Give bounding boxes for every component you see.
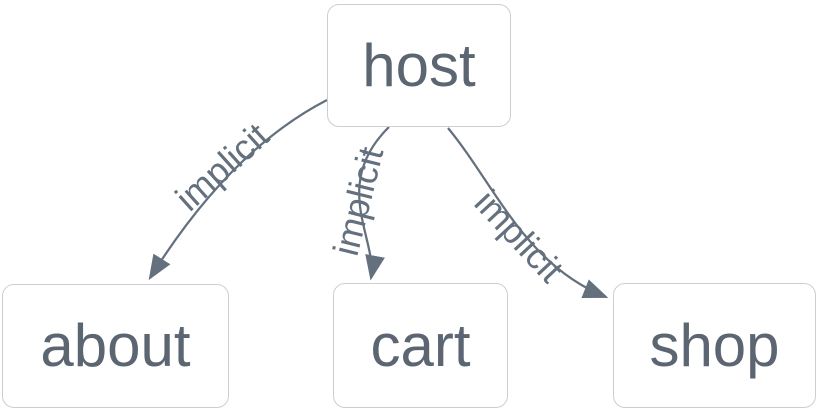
node-host: host [327, 4, 511, 127]
node-label-about: about [40, 312, 191, 379]
edge-host-cart [358, 126, 390, 281]
edge-label-host-shop: implicit [467, 182, 572, 290]
edge-host-shop [447, 127, 609, 299]
node-label-cart: cart [370, 311, 471, 379]
node-label-host: host [362, 31, 476, 99]
edge-label-host-about: implicit [167, 115, 276, 219]
edge-label-host-cart: implicit [325, 143, 391, 260]
node-about: about [2, 284, 229, 408]
edge-host-about [148, 99, 328, 281]
node-cart: cart [333, 283, 508, 408]
node-shop: shop [613, 283, 816, 408]
node-label-shop: shop [649, 311, 780, 379]
